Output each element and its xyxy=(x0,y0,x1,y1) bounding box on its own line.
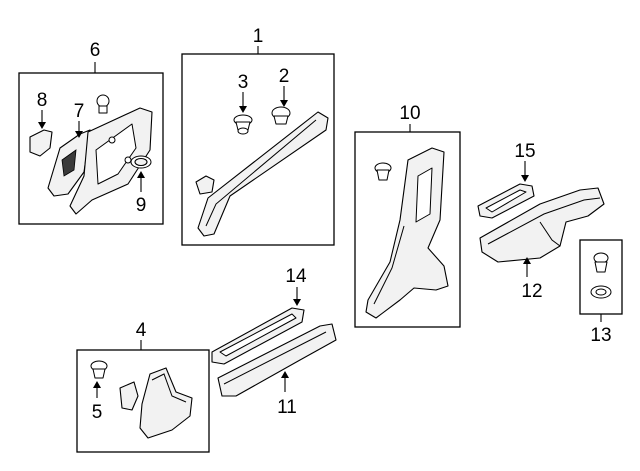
callout-10: 10 xyxy=(399,103,420,124)
callout-7: 7 xyxy=(74,101,85,122)
group-15-12: 15 12 xyxy=(477,141,605,302)
part-10-clip xyxy=(374,162,392,181)
part-4-bracket xyxy=(119,381,139,411)
part-7-opening xyxy=(61,149,77,177)
group-13-box xyxy=(579,239,623,315)
callout-1: 1 xyxy=(253,26,264,47)
part-11-edge xyxy=(223,331,327,385)
part-2-screw xyxy=(271,106,291,125)
group-13: 13 xyxy=(579,239,623,346)
callout-3: 3 xyxy=(238,72,249,93)
group-4: 4 5 xyxy=(76,320,210,453)
part-14-insert xyxy=(219,313,297,357)
group-10: 10 xyxy=(354,103,461,328)
group-1: 1 3 2 xyxy=(181,26,335,246)
callout-11: 11 xyxy=(277,397,297,418)
strip-edge xyxy=(205,119,317,227)
part-8-trim xyxy=(29,129,53,157)
group-6-box xyxy=(18,72,164,225)
part-3-clip xyxy=(233,114,253,135)
sill-trim-fold xyxy=(539,221,561,247)
callout-2: 2 xyxy=(279,66,290,87)
group-10-box xyxy=(354,131,461,328)
part-1-pillar-strip xyxy=(197,111,329,237)
b-pillar-recess xyxy=(415,167,433,223)
callout-12: 12 xyxy=(521,281,542,302)
part-13-clip xyxy=(593,252,609,273)
callout-15: 15 xyxy=(514,141,535,162)
group-4-box xyxy=(76,349,210,453)
clip-icon xyxy=(96,94,110,114)
group-6: 6 8 7 9 xyxy=(18,40,164,225)
group-14-11: 14 11 xyxy=(211,266,337,418)
part-9-grommet xyxy=(130,155,152,169)
sill-trim-edge xyxy=(487,197,601,245)
strip-bracket xyxy=(195,175,215,195)
callout-14: 14 xyxy=(285,266,307,287)
callout-5: 5 xyxy=(92,402,103,423)
callout-6: 6 xyxy=(90,40,101,61)
callout-8: 8 xyxy=(37,90,48,111)
callout-4: 4 xyxy=(136,320,147,341)
part-5-clip xyxy=(90,360,108,379)
callout-13: 13 xyxy=(590,325,611,346)
part-4-kick-panel xyxy=(139,367,193,439)
part-15-insert xyxy=(485,189,527,213)
part-13-washer xyxy=(590,285,612,299)
callout-9: 9 xyxy=(136,195,147,216)
b-pillar-edge xyxy=(373,225,405,305)
kick-panel-edge xyxy=(151,373,187,403)
